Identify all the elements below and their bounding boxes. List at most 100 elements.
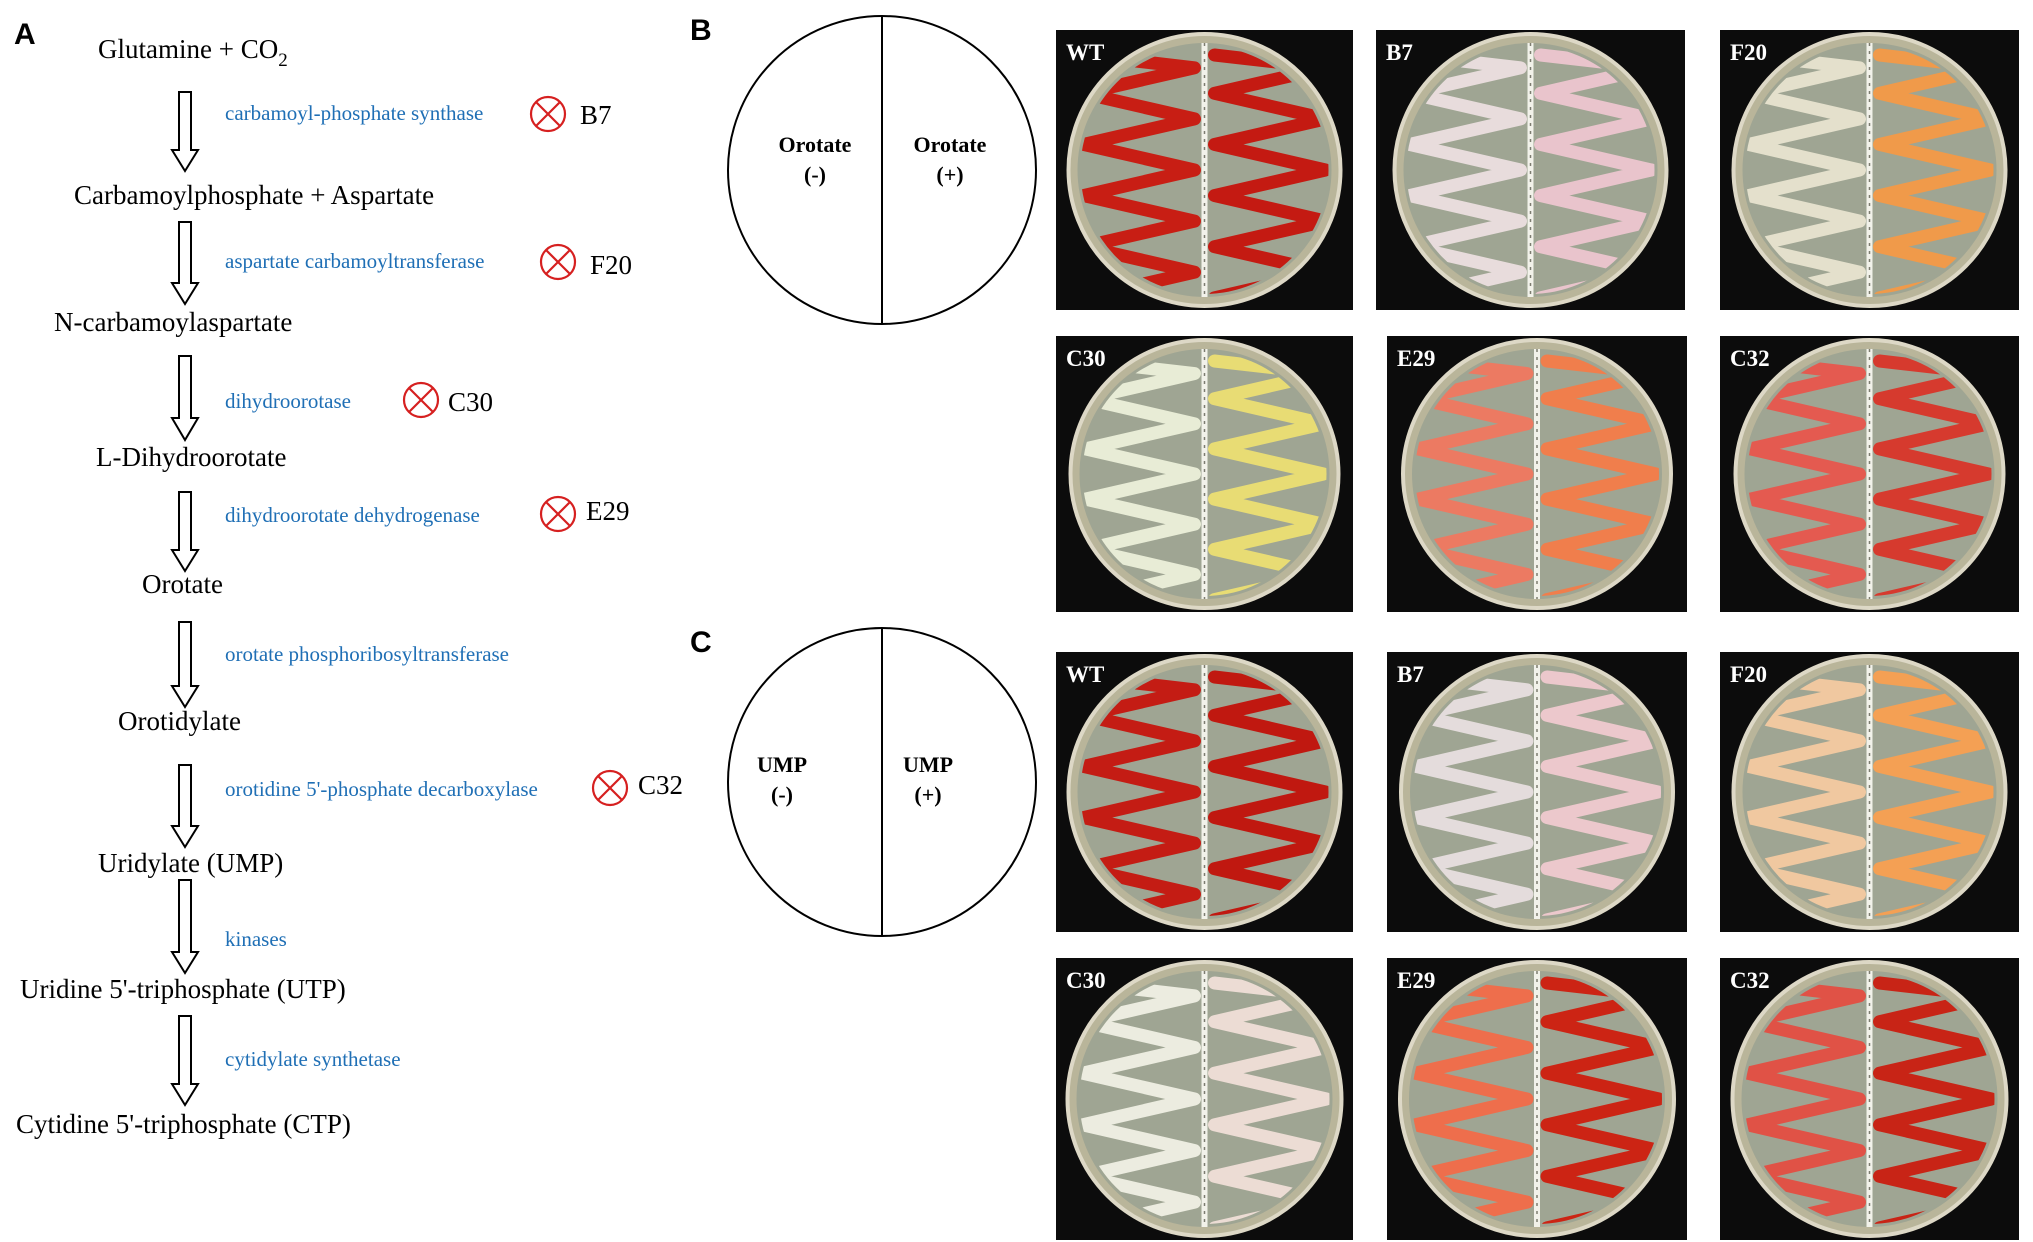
diagram-left-label: Orotate — [779, 132, 852, 157]
mutant-label-e29: E29 — [586, 496, 630, 526]
streak-left — [1406, 48, 1527, 294]
plate-photo: F20 — [1720, 30, 2019, 310]
streak-left — [1080, 670, 1201, 916]
streak-group — [1082, 354, 1327, 596]
diagram-left-sign: (-) — [804, 162, 826, 187]
plate-label: C32 — [1730, 346, 1770, 371]
plate-photo: C32 — [1720, 336, 2019, 612]
streak-right — [1540, 354, 1659, 596]
metabolite-orotate: Orotate — [142, 569, 223, 599]
metabolite-orotidylate: Orotidylate — [118, 706, 241, 736]
streak-group — [1080, 48, 1329, 294]
blocked-step-icon — [539, 243, 577, 281]
plate-diagram-ump: UMP (-) UMP (+) — [727, 627, 1037, 937]
metabolite-n-carbamoylaspartate: N-carbamoylaspartate — [54, 307, 292, 337]
plate-label: WT — [1066, 662, 1104, 687]
arrow-down-icon — [170, 879, 200, 975]
streak-left — [1415, 354, 1534, 596]
plate-photo: B7 — [1376, 30, 1685, 310]
streak-left — [1413, 670, 1534, 916]
mutant-label-f20: F20 — [590, 250, 632, 280]
streak-group — [1406, 48, 1655, 294]
metabolite-uridylate: Uridylate (UMP) — [98, 848, 283, 878]
streak-left — [1747, 354, 1866, 596]
streak-right — [1873, 976, 1995, 1224]
plate-photo: C30 — [1056, 336, 1353, 612]
streak-right — [1873, 354, 1992, 596]
streak-right — [1873, 670, 1994, 916]
streak-right — [1208, 976, 1330, 1224]
metabolite-ctp: Cytidine 5'-triphosphate (CTP) — [16, 1109, 351, 1139]
streak-left — [1412, 976, 1534, 1224]
plate-photo: F20 — [1720, 652, 2019, 932]
blocked-step-icon — [539, 495, 577, 533]
plate-label: C32 — [1730, 968, 1770, 993]
plate-photo: E29 — [1387, 958, 1687, 1240]
enzyme-kinases: kinases — [225, 927, 287, 951]
arrow-down-icon — [170, 355, 200, 442]
streak-group — [1744, 976, 1995, 1224]
plate-photo: WT — [1056, 652, 1353, 932]
blocked-step-icon — [402, 381, 440, 419]
streak-group — [1413, 670, 1661, 916]
plate-label: WT — [1066, 40, 1104, 65]
mutant-label-c32: C32 — [638, 770, 683, 800]
streak-group — [1745, 670, 1994, 916]
diagram-left-label: UMP — [757, 752, 807, 777]
plate-label: E29 — [1397, 346, 1435, 371]
panel-letter-c: C — [690, 626, 712, 659]
mutant-label-c30: C30 — [448, 387, 493, 417]
arrow-down-icon — [170, 91, 200, 173]
arrow-down-icon — [170, 221, 200, 306]
plate-label: F20 — [1730, 40, 1767, 65]
streak-left — [1082, 354, 1201, 596]
plate-label: E29 — [1397, 968, 1435, 993]
streak-group — [1415, 354, 1659, 596]
plate-diagram-orotate: Orotate (-) Orotate (+) — [727, 15, 1037, 325]
plate-photo: C32 — [1720, 958, 2019, 1240]
streak-right — [1534, 48, 1655, 294]
streak-left — [1079, 976, 1201, 1224]
enzyme-aspartate-carbamoyltransferase: aspartate carbamoyltransferase — [225, 249, 484, 273]
enzyme-dihydroorotate-dehydrogenase: dihydroorotate dehydrogenase — [225, 503, 480, 527]
diagram-right-sign: (+) — [936, 162, 963, 187]
diagram-right-label: UMP — [903, 752, 953, 777]
streak-group — [1747, 354, 1992, 596]
metabolite-utp: Uridine 5'-triphosphate (UTP) — [20, 974, 346, 1004]
plate-label: B7 — [1397, 662, 1424, 687]
streak-left — [1080, 48, 1201, 294]
streak-left — [1745, 48, 1866, 294]
blocked-step-icon — [529, 95, 567, 133]
streak-group — [1080, 670, 1329, 916]
arrow-down-icon — [170, 491, 200, 573]
streak-right — [1208, 354, 1327, 596]
diagram-right-label: Orotate — [914, 132, 987, 157]
plate-photo: E29 — [1387, 336, 1687, 612]
streak-right — [1208, 670, 1329, 916]
streak-left — [1745, 670, 1866, 916]
panel-letter-a: A — [14, 18, 36, 51]
streak-right — [1540, 670, 1661, 916]
mutant-label-b7: B7 — [580, 100, 612, 130]
streak-left — [1744, 976, 1866, 1224]
enzyme-cytidylate-synthetase: cytidylate synthetase — [225, 1047, 401, 1071]
panel-letter-b: B — [690, 14, 712, 47]
streak-right — [1540, 976, 1662, 1224]
streak-group — [1079, 976, 1330, 1224]
pathway-panel: Glutamine + CO2 Carbamoylphosphate + Asp… — [16, 34, 683, 1139]
metabolite-glutamine-co2: Glutamine + CO2 — [98, 34, 288, 71]
streak-right — [1873, 48, 1994, 294]
plate-label: F20 — [1730, 662, 1767, 687]
enzyme-carbamoyl-phosphate-synthase: carbamoyl-phosphate synthase — [225, 101, 483, 125]
metabolite-carbamoylphosphate: Carbamoylphosphate + Aspartate — [74, 180, 434, 210]
plate-photo: C30 — [1056, 958, 1353, 1240]
enzyme-orotate-phosphoribosyltransferase: orotate phosphoribosyltransferase — [225, 642, 509, 666]
streak-right — [1208, 48, 1329, 294]
enzyme-dihydroorotase: dihydroorotase — [225, 389, 351, 413]
diagram-right-sign: (+) — [914, 782, 941, 807]
streak-group — [1745, 48, 1994, 294]
plate-label: C30 — [1066, 346, 1106, 371]
streak-group — [1412, 976, 1662, 1224]
